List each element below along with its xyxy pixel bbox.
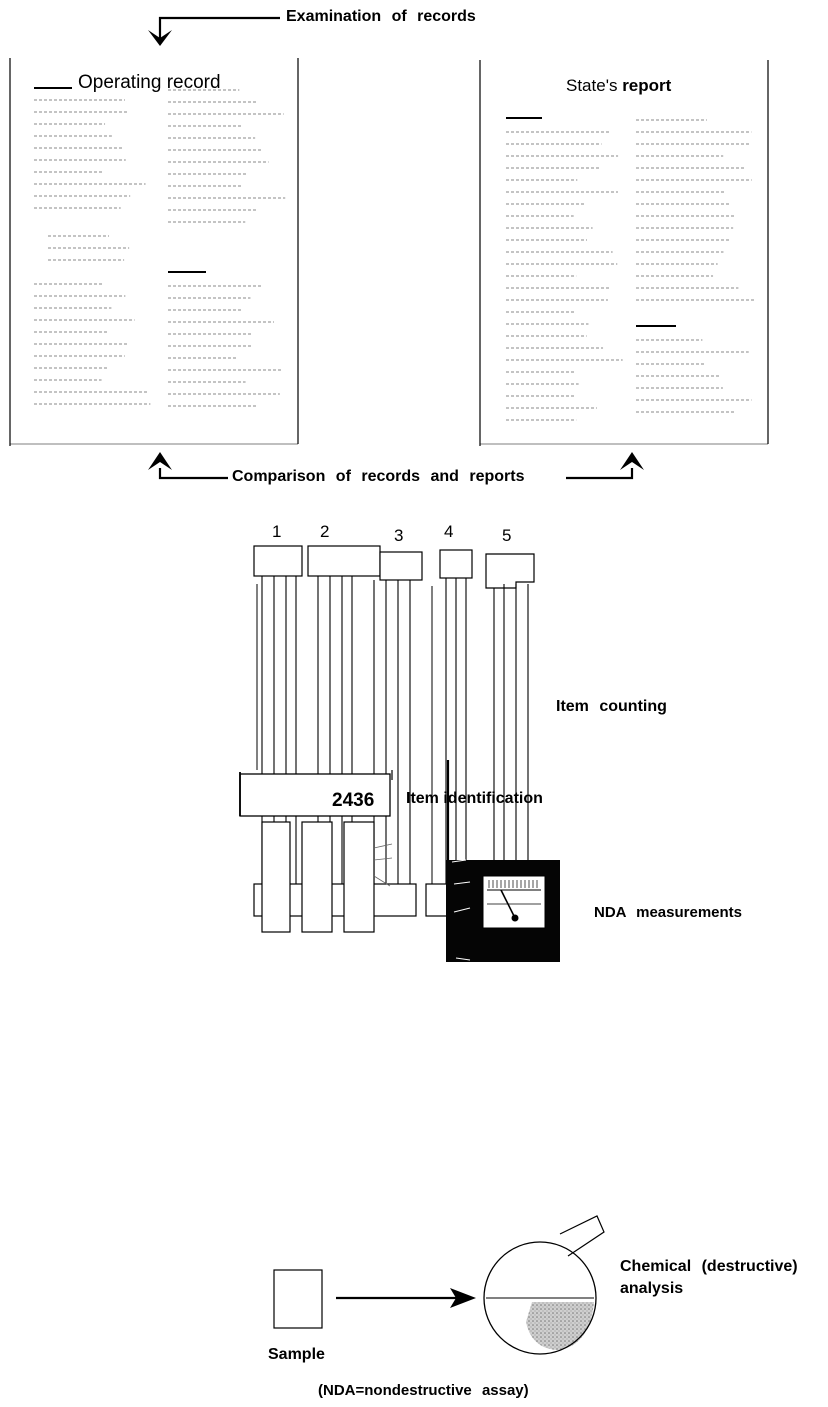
- bundle-number-1: 1: [272, 522, 282, 541]
- states-report-prefix: State's: [566, 76, 618, 95]
- bundle-number-3: 3: [394, 526, 404, 545]
- meter-gauge-icon: [482, 875, 546, 929]
- bundle-number-2: 2: [320, 522, 330, 541]
- bundle-number-5: 5: [502, 526, 512, 545]
- item-number: 2436: [332, 790, 375, 811]
- bundle-number-4: 4: [444, 522, 454, 541]
- nda-measurements-label: NDA measurements: [594, 904, 742, 921]
- states-report-title: State's report: [566, 76, 671, 96]
- chemical-analysis-label-line2: analysis: [620, 1280, 684, 1297]
- sample-label: Sample: [268, 1346, 325, 1363]
- chemical-flask-icon: [483, 1215, 605, 1355]
- nda-instrument: [446, 859, 560, 962]
- operating-record-document: [9, 58, 299, 446]
- operating-record-title: Operating record: [78, 72, 221, 93]
- states-report-bold: report: [622, 76, 672, 95]
- comparison-arrows: [148, 452, 644, 480]
- item-counting-label: Item counting: [556, 698, 667, 715]
- sample-container: [273, 1269, 323, 1329]
- footnote: (NDA=nondestructive assay): [318, 1382, 529, 1399]
- bundle-3: [367, 551, 423, 917]
- item-identification-block: [239, 770, 393, 933]
- examination-label: Examination of records: [286, 8, 476, 25]
- item-identification-label: Item identification: [406, 790, 543, 807]
- sample-to-flask-arrow: [336, 1288, 476, 1308]
- chemical-analysis-label-line1: Chemical (destructive): [620, 1258, 798, 1275]
- comparison-label: Comparison of records and reports: [232, 468, 525, 485]
- states-report-document: [479, 60, 769, 446]
- examination-arrow: [148, 16, 280, 46]
